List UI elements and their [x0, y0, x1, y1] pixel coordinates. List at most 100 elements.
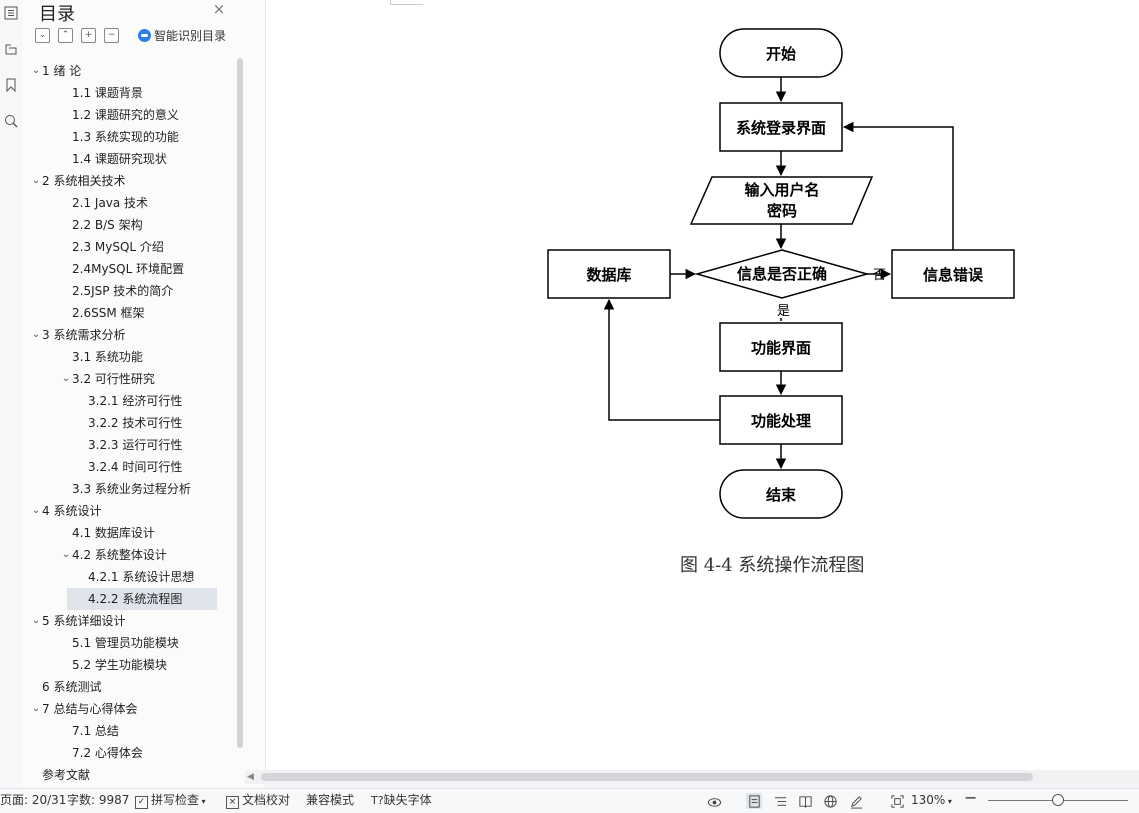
toc-item[interactable]: 2.1 Java 技术 [22, 192, 227, 214]
toc-item-label: 3.1 系统功能 [72, 350, 143, 364]
chevron-down-icon[interactable]: ⌄ [61, 373, 71, 384]
toc-item-label: 参考文献 [42, 768, 91, 782]
add-heading-icon[interactable]: + [81, 28, 96, 43]
smart-toc-button[interactable]: 智能识别目录 [138, 27, 226, 44]
toc-item-label: 1.2 课题研究的意义 [72, 108, 179, 122]
toc-item[interactable]: 3.2.3 运行可行性 [22, 434, 227, 456]
toc-item[interactable]: 1.4 课题研究现状 [22, 148, 227, 170]
scroll-left-icon[interactable]: ◀ [247, 772, 254, 782]
spell-check-icon: ✓ [135, 796, 148, 809]
toc-item[interactable]: 2.3 MySQL 介绍 [22, 236, 227, 258]
chevron-down-icon: ▾ [945, 797, 952, 806]
toc-item[interactable]: ⌄3.2 可行性研究 [22, 368, 227, 390]
toc-item-label: 3.2.3 运行可行性 [88, 438, 183, 452]
toc-item-label: 2.4MySQL 环境配置 [72, 262, 185, 276]
toc-item[interactable]: 7.1 总结 [22, 720, 227, 742]
chevron-down-icon[interactable]: ⌄ [31, 65, 41, 76]
missing-font-button[interactable]: T?缺失字体 [371, 792, 432, 809]
toc-item[interactable]: 3.2.2 技术可行性 [22, 412, 227, 434]
toc-item[interactable]: 3.2.1 经济可行性 [22, 390, 227, 412]
side-rail [0, 0, 23, 790]
toc-item[interactable]: ⌄4 系统设计 [22, 500, 227, 522]
expand-up-icon[interactable]: ⌃ [58, 28, 73, 43]
toc-item[interactable]: ⌄4.2 系统整体设计 [22, 544, 227, 566]
web-view-icon[interactable] [822, 793, 838, 809]
toc-item[interactable]: 1.1 课题背景 [22, 82, 227, 104]
toc-item[interactable]: 参考文献 [22, 764, 227, 786]
toc-item-label: 3.3 系统业务过程分析 [72, 482, 191, 496]
proofread-button[interactable]: ×文档校对 [226, 792, 290, 809]
proofread-icon: × [226, 796, 239, 809]
toc-item[interactable]: ⌄3 系统需求分析 [22, 324, 227, 346]
toc-item[interactable]: 2.5JSP 技术的简介 [22, 280, 227, 302]
zoom-out-icon[interactable]: − [964, 788, 978, 807]
toc-item[interactable]: 3.3 系统业务过程分析 [22, 478, 227, 500]
toc-item-label: 1 绪 论 [42, 64, 82, 78]
word-count[interactable]: 字数: 9987 [67, 793, 130, 807]
toc-item[interactable]: 4.1 数据库设计 [22, 522, 227, 544]
eye-protection-icon[interactable] [706, 793, 722, 809]
toc-item[interactable]: 3.1 系统功能 [22, 346, 227, 368]
toc-item[interactable]: ⌄7 总结与心得体会 [22, 698, 227, 720]
toc-item-label: 2.2 B/S 架构 [72, 218, 143, 232]
toc-item-label: 5.2 学生功能模块 [72, 658, 167, 672]
chevron-down-icon[interactable]: ⌄ [31, 329, 41, 340]
toc-scroll-thumb[interactable] [237, 58, 243, 748]
outline-view-icon[interactable] [772, 793, 788, 809]
cursor-mark [390, 0, 423, 5]
chevron-down-icon[interactable]: ⌄ [31, 505, 41, 516]
toc-item[interactable]: 6 系统测试 [22, 676, 227, 698]
toc-item-label: 3.2 可行性研究 [72, 372, 155, 386]
spell-check-button[interactable]: ✓拼写检查 ▾ [135, 792, 206, 810]
toc-item[interactable]: 3.2.4 时间可行性 [22, 456, 227, 478]
toc-item-label: 2.6SSM 框架 [72, 306, 145, 320]
search-icon[interactable] [0, 110, 22, 132]
toc-item[interactable]: 1.2 课题研究的意义 [22, 104, 227, 126]
chevron-down-icon[interactable]: ⌄ [61, 549, 71, 560]
figure-caption: 图 4-4 系统操作流程图 [680, 555, 865, 576]
toc-item[interactable]: ⌄2 系统相关技术 [22, 170, 227, 192]
toc-item-label: 4.2.1 系统设计思想 [88, 570, 195, 584]
page-count[interactable]: 页面: 20/31 [0, 793, 67, 807]
toc-item-label: 4.1 数据库设计 [72, 526, 155, 540]
horizontal-scrollbar[interactable]: ◀ [245, 770, 1139, 784]
toc-item-label: 7 总结与心得体会 [42, 702, 138, 716]
toc-item-label: 1.1 课题背景 [72, 86, 143, 100]
toc-item-label: 3.2.4 时间可行性 [88, 460, 183, 474]
zoom-level[interactable]: 130% ▾ [911, 792, 952, 810]
toc-item[interactable]: ⌄1 绪 论 [22, 60, 227, 82]
fit-page-icon[interactable] [889, 793, 905, 809]
toc-item-selected[interactable]: 4.2.2 系统流程图 [67, 588, 217, 610]
styles-panel-icon[interactable] [0, 38, 22, 60]
toc-item[interactable]: 2.6SSM 框架 [22, 302, 227, 324]
toc-item[interactable]: 5.2 学生功能模块 [22, 654, 227, 676]
page-view-icon[interactable] [746, 793, 762, 809]
chevron-down-icon[interactable]: ⌄ [31, 703, 41, 714]
toc-item[interactable]: 2.4MySQL 环境配置 [22, 258, 227, 280]
toc-item[interactable]: ⌄5 系统详细设计 [22, 610, 227, 632]
horizontal-scroll-thumb[interactable] [261, 773, 1033, 781]
toc-item-label: 4.2 系统整体设计 [72, 548, 167, 562]
toc-scrollbar[interactable] [237, 58, 243, 748]
toc-item[interactable]: 5.1 管理员功能模块 [22, 632, 227, 654]
chevron-down-icon: ▾ [199, 797, 206, 806]
toc-item[interactable]: 4.2.1 系统设计思想 [22, 566, 227, 588]
bookmark-icon[interactable] [0, 74, 22, 96]
toc-item-label: 1.3 系统实现的功能 [72, 130, 179, 144]
collapse-all-icon[interactable]: ⌄ [35, 28, 50, 43]
status-bar: 页面: 20/31 字数: 9987 ✓拼写检查 ▾ ×文档校对 兼容模式 T?… [0, 788, 1139, 813]
close-icon[interactable]: × [212, 0, 226, 18]
reading-view-icon[interactable] [797, 793, 813, 809]
toc-item[interactable]: 1.3 系统实现的功能 [22, 126, 227, 148]
toc-item-label: 1.4 课题研究现状 [72, 152, 167, 166]
toc-panel-icon[interactable] [0, 2, 22, 24]
toc-item[interactable]: 2.2 B/S 架构 [22, 214, 227, 236]
zoom-slider-knob[interactable] [1052, 794, 1064, 806]
chevron-down-icon[interactable]: ⌄ [31, 615, 41, 626]
chevron-down-icon[interactable]: ⌄ [31, 175, 41, 186]
toc-item[interactable]: 7.2 心得体会 [22, 742, 227, 764]
compat-mode: 兼容模式 [306, 793, 355, 807]
pen-icon[interactable] [848, 793, 864, 809]
remove-heading-icon[interactable]: − [104, 28, 119, 43]
document-area [266, 0, 1139, 770]
